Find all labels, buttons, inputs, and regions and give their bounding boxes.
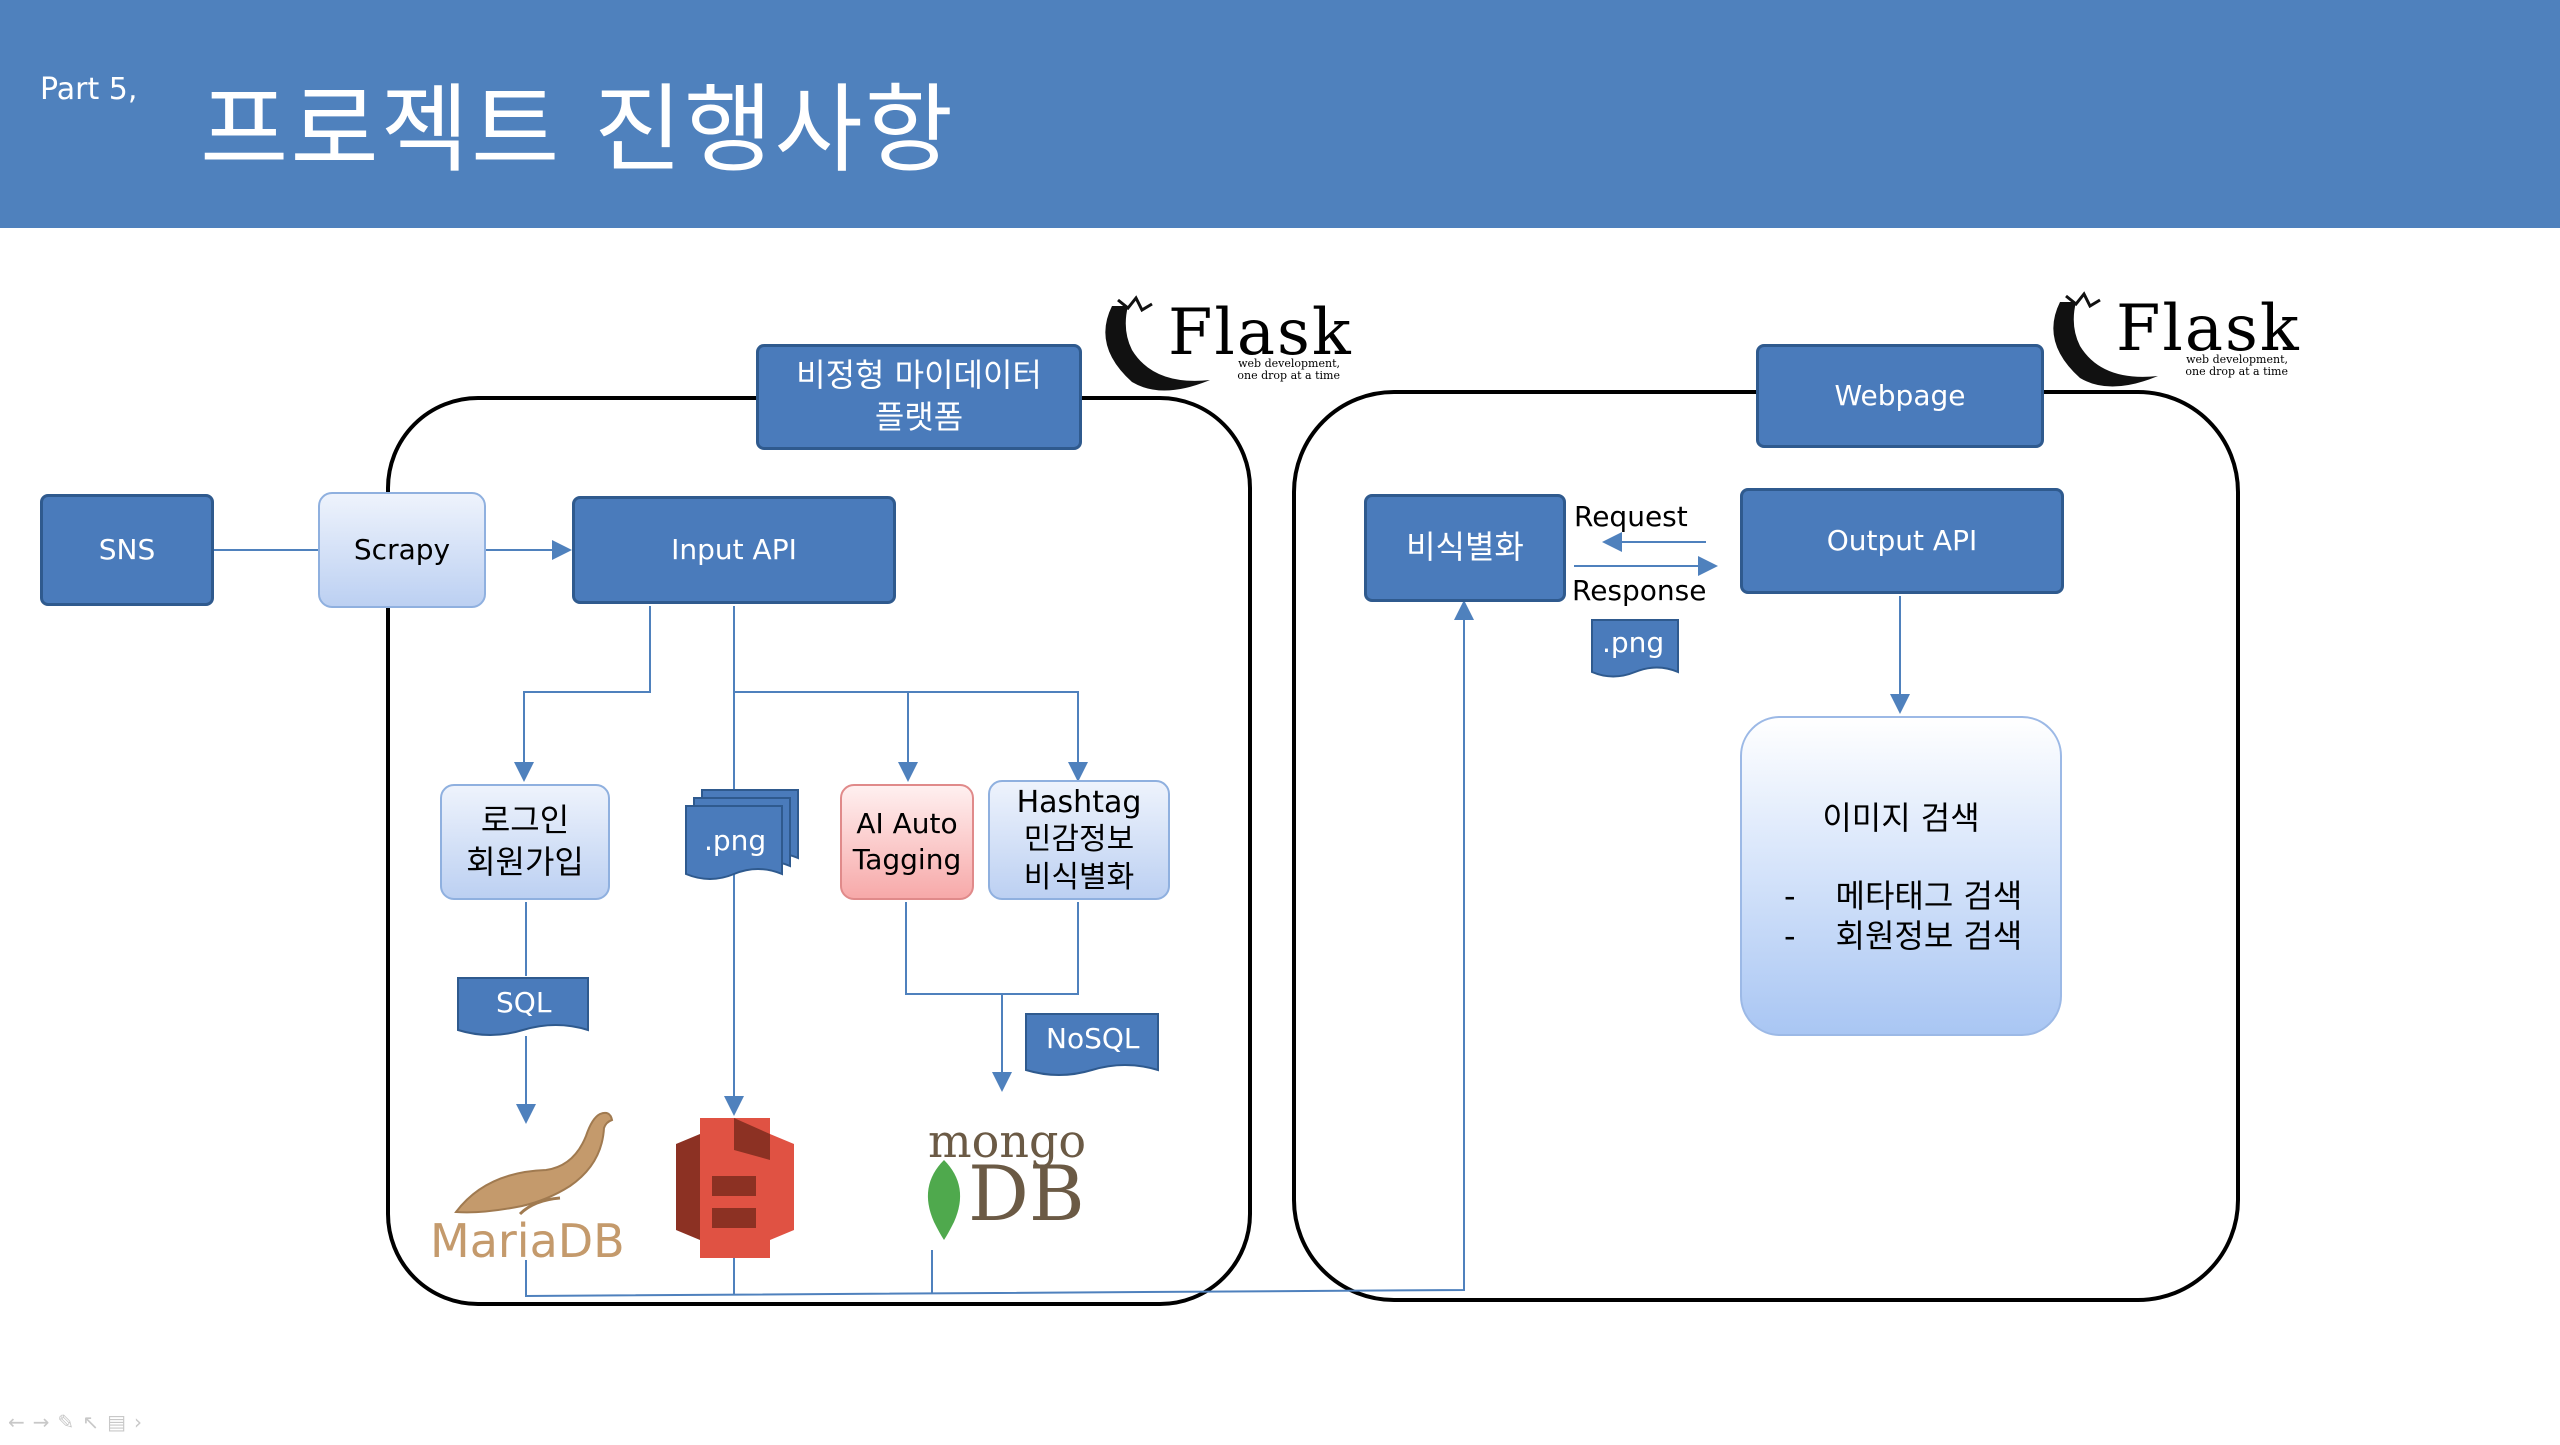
- png-stack-shape: [685, 805, 783, 880]
- request-label: Request: [1574, 500, 1688, 533]
- bullet: -: [1784, 917, 1796, 955]
- web-png-shape: [1591, 619, 1679, 678]
- png-stack-label: .png: [704, 824, 767, 857]
- ai-auto-tagging-box: AI Auto Tagging: [840, 784, 974, 900]
- sql-label: SQL: [496, 986, 552, 1019]
- login-signup-box: 로그인 회원가입: [440, 784, 610, 900]
- sns-box: SNS: [40, 494, 214, 606]
- flask-horn-icon: [2053, 291, 2158, 387]
- flask-tagline: web development, one drop at a time: [2185, 353, 2288, 379]
- mariadb-seal-icon: [454, 1111, 614, 1216]
- part-label: Part 5,: [40, 72, 138, 107]
- input-hashtag-arrow: [908, 691, 1088, 782]
- flask-logo-right: Flask web development, one drop at a tim…: [2056, 292, 2299, 392]
- flask-horn-icon: [1105, 295, 1210, 391]
- search-item: - 회원정보 검색: [1784, 912, 2022, 960]
- mongo-logo-text-top: mongo: [928, 1114, 1087, 1168]
- mariadb-logo-text: MariaDB: [430, 1214, 625, 1268]
- nosql-label: NoSQL: [1046, 1022, 1140, 1055]
- search-item-label: 메타태그 검색: [1835, 877, 2023, 915]
- image-search-panel: 이미지 검색 - 메타태그 검색 - 회원정보 검색: [1740, 716, 2062, 1036]
- pen-icon[interactable]: ✎: [57, 1410, 83, 1434]
- input-api-box: Input API: [572, 496, 896, 604]
- bullet: -: [1784, 877, 1796, 915]
- flask-word: Flask: [2116, 292, 2301, 366]
- flask-logo-left: Flask web development, one drop at a tim…: [1108, 296, 1351, 396]
- slide-title: 프로젝트 진행사항: [200, 74, 956, 186]
- flask-word: Flask: [1168, 296, 1353, 370]
- slide-header: Part 5, 프로젝트 진행사항: [0, 0, 2560, 228]
- mongo-logo-text-bottom: DB: [968, 1149, 1085, 1238]
- prev-slide-icon[interactable]: ←: [8, 1410, 33, 1434]
- deid-box: 비식별화: [1364, 494, 1566, 602]
- pointer-icon[interactable]: ↖: [82, 1410, 108, 1434]
- slideshow-toolbar[interactable]: ←→✎↖▤›: [8, 1410, 150, 1434]
- webpage-title-box: Webpage: [1756, 344, 2044, 448]
- nosql-doc-shape: [1025, 1013, 1159, 1076]
- web-png-label: .png: [1602, 626, 1665, 659]
- more-icon[interactable]: ›: [133, 1410, 150, 1434]
- aws-s3-icon: [676, 1118, 794, 1258]
- next-slide-icon[interactable]: →: [32, 1410, 58, 1434]
- search-item: - 메타태그 검색: [1784, 872, 2022, 920]
- platform-title-box: 비정형 마이데이터 플랫폼: [756, 344, 1082, 450]
- sql-doc-shape: [457, 977, 589, 1036]
- hashtag-deid-box: Hashtag 민감정보 비식별화: [988, 780, 1170, 900]
- ai-hashtag-join: [905, 902, 1079, 995]
- mongodb-leaf-icon: [927, 1160, 961, 1240]
- response-label: Response: [1572, 574, 1707, 607]
- slides-icon[interactable]: ▤: [107, 1410, 134, 1434]
- search-item-label: 회원정보 검색: [1835, 917, 2023, 955]
- bus-deid-arrow: [525, 600, 1474, 1298]
- scrapy-box: Scrapy: [318, 492, 486, 608]
- image-search-title: 이미지 검색: [1822, 799, 1980, 837]
- input-login-arrow: [514, 606, 651, 782]
- input-ai-arrow: [733, 606, 918, 782]
- flask-tagline: web development, one drop at a time: [1237, 357, 1340, 383]
- output-api-box: Output API: [1740, 488, 2064, 594]
